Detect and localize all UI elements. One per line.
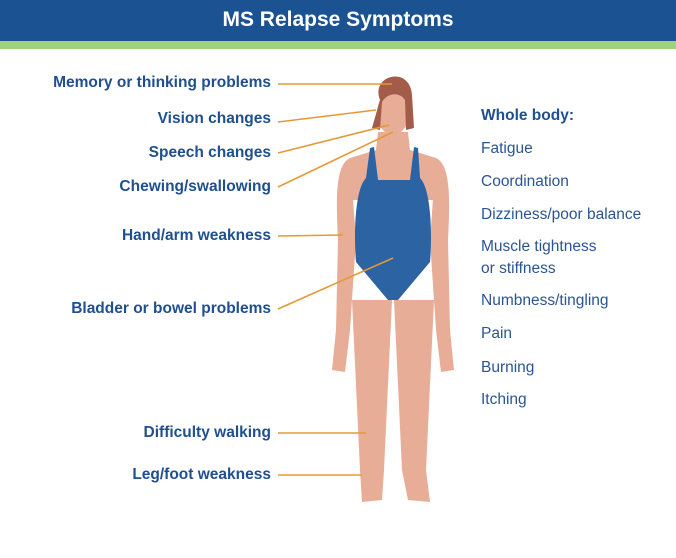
label-bladder: Bladder or bowel problems: [71, 300, 271, 317]
label-hand-arm: Hand/arm weakness: [121, 227, 271, 244]
label-vision: Vision changes: [157, 110, 271, 127]
label-walking: Difficulty walking: [143, 424, 271, 441]
leader-lines: [277, 83, 394, 476]
symptom-item: Coordination: [481, 173, 569, 190]
label-leg-foot: Leg/foot weakness: [132, 466, 271, 483]
label-speech: Speech changes: [148, 144, 271, 161]
label-memory: Memory or thinking problems: [53, 74, 271, 91]
symptom-item: Fatigue: [481, 140, 533, 157]
label-chewing: Chewing/swallowing: [119, 178, 271, 195]
symptom-item: Pain: [481, 325, 513, 342]
symptom-item: or stiffness: [481, 260, 556, 277]
symptom-item: Burning: [481, 359, 535, 376]
symptom-item: Itching: [481, 391, 527, 408]
accent-bar: [0, 41, 676, 49]
whole-body-heading: Whole body:: [481, 107, 574, 124]
symptom-item: Dizziness/poor balance: [481, 206, 642, 223]
symptom-item: Numbness/tingling: [481, 292, 609, 309]
page-title: MS Relapse Symptoms: [0, 0, 676, 41]
symptom-item: Muscle tightness: [481, 238, 597, 255]
